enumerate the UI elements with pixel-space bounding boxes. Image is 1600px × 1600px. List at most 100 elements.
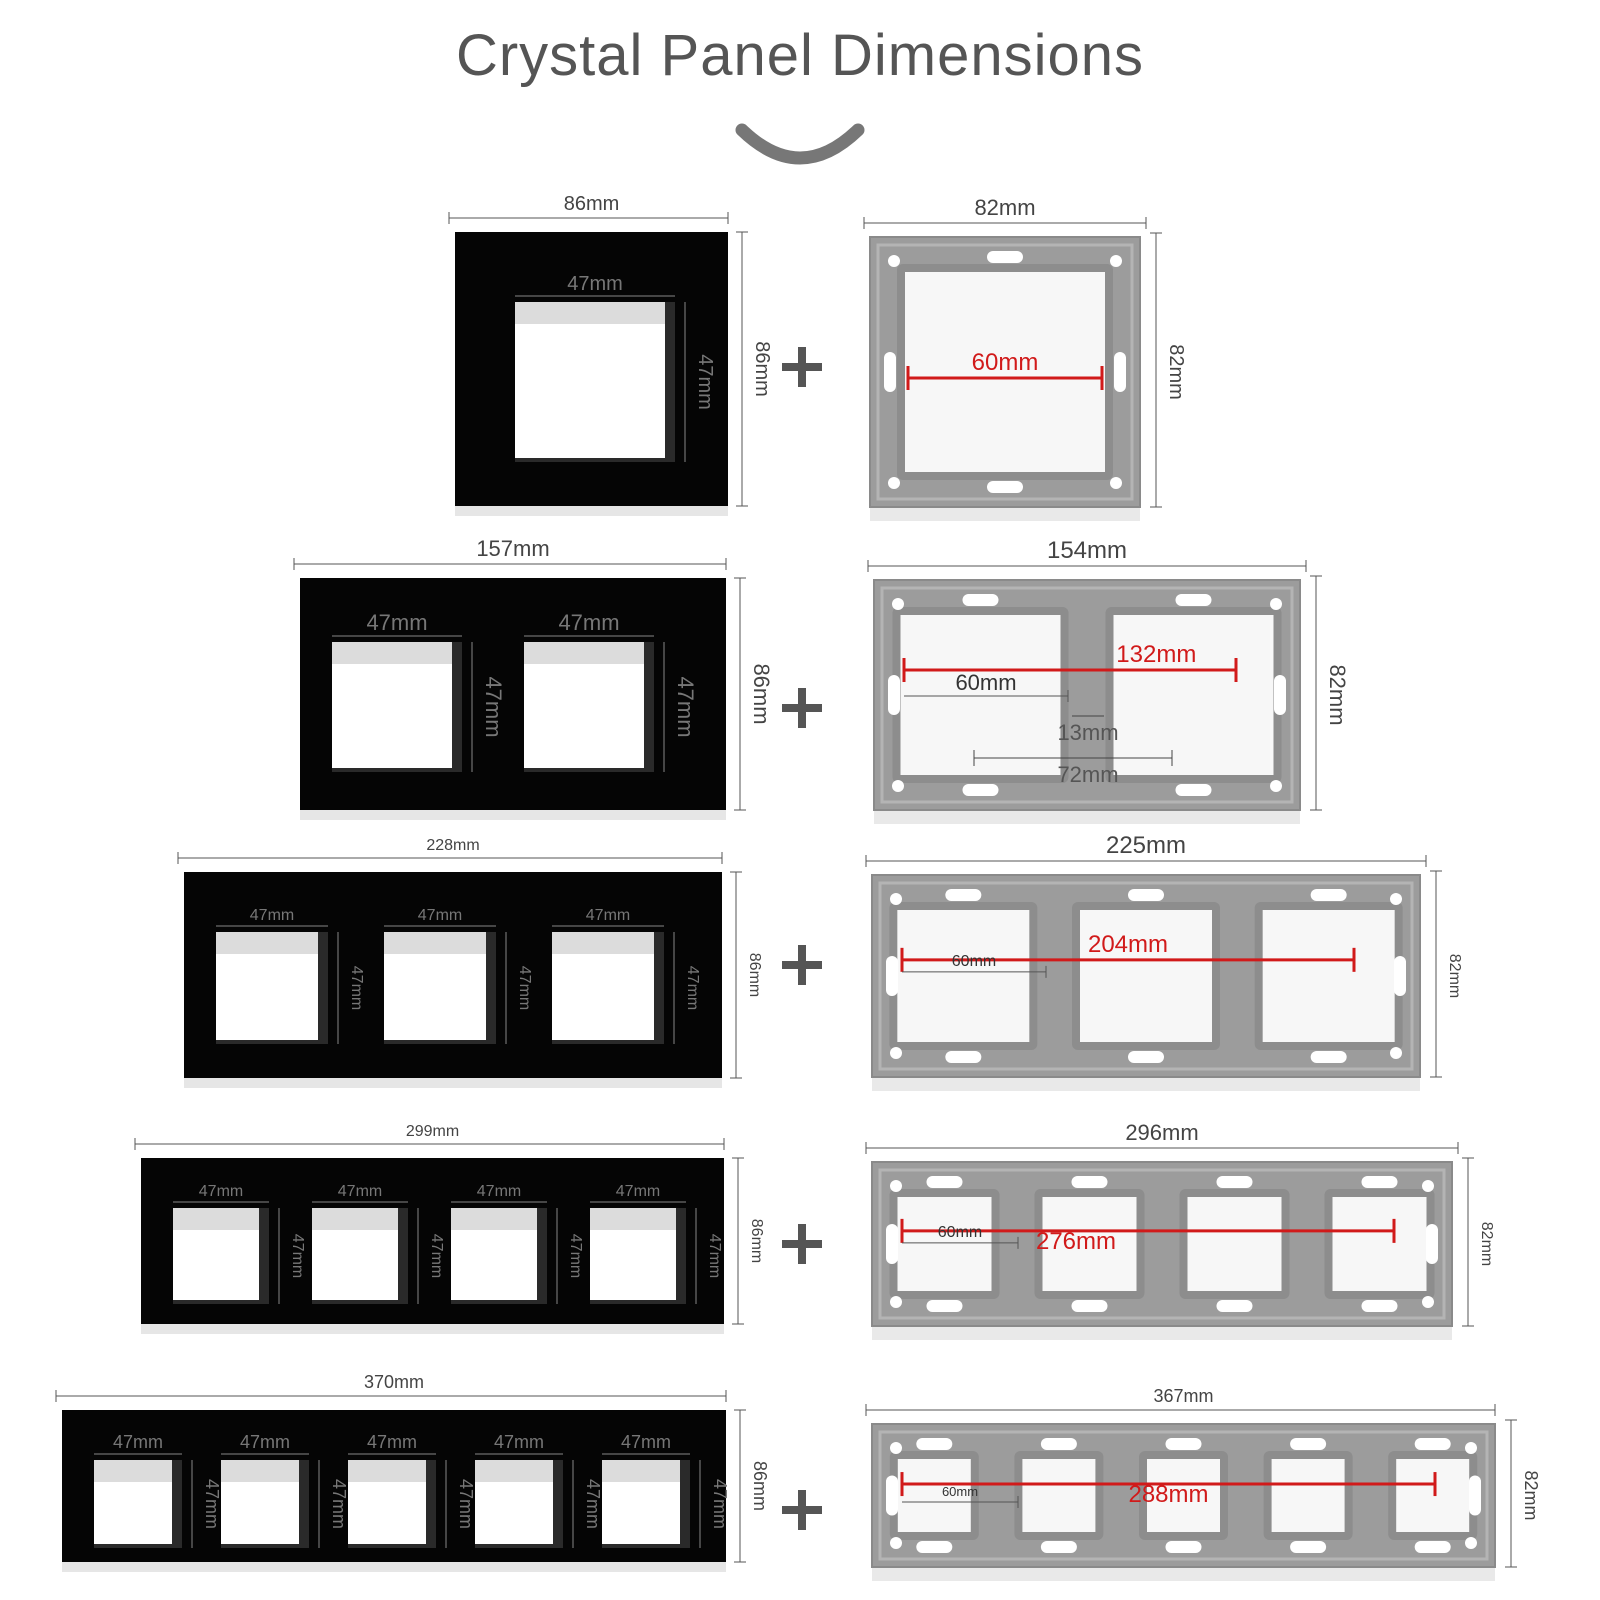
row-4-frame-slot — [897, 1197, 992, 1291]
row-5-opening-shadow — [348, 1460, 426, 1482]
row-1-frame-height-label: 82mm — [1165, 344, 1187, 400]
row-4-opening-width-label: 47mm — [199, 1183, 243, 1200]
row-3-frame-slot — [897, 910, 1030, 1042]
row-3-span-label: 204mm — [1088, 931, 1168, 958]
row-4-keyhole-top — [1216, 1176, 1253, 1188]
row-5-frame-rim — [878, 1430, 1489, 1561]
row-5-keyhole-bottom — [1290, 1541, 1327, 1553]
row-3-opening-shadow — [216, 932, 318, 954]
row-2-panel-width-label: 157mm — [476, 536, 549, 561]
row-2-keyhole-top — [962, 594, 999, 606]
row-5-screw-hole — [1465, 1442, 1477, 1454]
row-2-screw-hole — [1270, 598, 1282, 610]
row-2-keyhole-bottom — [962, 784, 999, 796]
curved-arc-icon — [735, 123, 865, 165]
row-3-panel-height-label: 86mm — [746, 953, 763, 997]
row-4-opening-shadow — [590, 1208, 676, 1230]
row-2-screw-hole — [1270, 780, 1282, 792]
row-4-opening-width-label: 47mm — [616, 1183, 660, 1200]
row-4-screw-hole — [890, 1296, 902, 1308]
row-5-opening-width-label: 47mm — [113, 1432, 163, 1452]
row-3-slot-label: 60mm — [952, 953, 996, 970]
row-5-opening-height-label: 47mm — [456, 1479, 476, 1529]
row-5-opening-width-label: 47mm — [494, 1432, 544, 1452]
row-3-screw-hole — [890, 1047, 902, 1059]
row-3-screw-hole — [1390, 1047, 1402, 1059]
row-5-keyhole-top — [1165, 1438, 1202, 1450]
row-4-opening-width-label: 47mm — [477, 1183, 521, 1200]
row-5-frame-height-label: 82mm — [1521, 1470, 1541, 1520]
row-4-frame-height-label: 82mm — [1478, 1222, 1495, 1266]
row-5-side-slot — [1469, 1475, 1481, 1516]
row-3-frame-reflection — [872, 1075, 1420, 1091]
row-1-keyhole-bottom — [987, 481, 1023, 493]
row-3-opening-height-label: 47mm — [516, 966, 533, 1010]
row-5-keyhole-bottom — [916, 1541, 953, 1553]
row-2-panel-height-label: 86mm — [749, 663, 774, 724]
row-2-screw-hole — [892, 598, 904, 610]
page-title: Crystal Panel Dimensions — [455, 23, 1145, 88]
row-5-screw-hole — [890, 1442, 902, 1454]
row-3-frame-height-label: 82mm — [1446, 954, 1463, 998]
row-5-frame-slot — [1396, 1459, 1470, 1532]
row-5-opening-shadow — [602, 1460, 680, 1482]
row-5-panel-width-label: 370mm — [364, 1372, 424, 1392]
row-1-keyhole-top — [987, 251, 1023, 263]
plus-icon — [798, 347, 806, 387]
row-4-side-slot — [886, 1224, 898, 1264]
row-4-slot-label: 60mm — [938, 1224, 982, 1241]
row-5-opening-shadow — [221, 1460, 299, 1482]
row-3-keyhole-top — [1310, 889, 1347, 901]
row-1-opening-height-label: 47mm — [694, 354, 716, 410]
row-5-screw-hole — [890, 1537, 902, 1549]
row-5-frame-slot — [897, 1459, 971, 1532]
row-4-opening-width-label: 47mm — [338, 1183, 382, 1200]
row-4-opening-shadow — [173, 1208, 259, 1230]
row-3-keyhole-top — [945, 889, 982, 901]
row-4-panel-width-label: 299mm — [406, 1123, 459, 1140]
row-3-opening-width-label: 47mm — [250, 907, 294, 924]
row-2-opening-shadow — [332, 642, 452, 664]
row-3-frame-rim — [878, 881, 1414, 1071]
row-4-frame-width-label: 296mm — [1125, 1120, 1198, 1145]
row-5-keyhole-bottom — [1165, 1541, 1202, 1553]
row-2-opening-shadow — [524, 642, 644, 664]
row-1-frame-rim — [876, 243, 1134, 501]
row-3-screw-hole — [890, 893, 902, 905]
row-2-side-slot — [888, 675, 900, 715]
row-2-opening-height-label: 47mm — [481, 676, 506, 737]
row-5-opening-shadow — [475, 1460, 553, 1482]
row-3-panel-width-label: 228mm — [426, 837, 479, 854]
row-5-opening-width-label: 47mm — [240, 1432, 290, 1452]
row-1-span-label: 60mm — [972, 349, 1039, 376]
row-5-opening-height-label: 47mm — [710, 1479, 730, 1529]
row-1-frame-slot — [905, 272, 1105, 472]
row-1-screw-hole — [1110, 255, 1122, 267]
row-2-slot-label: 60mm — [955, 670, 1016, 695]
row-1-side-slot — [1114, 352, 1126, 392]
row-5-panel-height-label: 86mm — [750, 1461, 770, 1511]
row-5-opening-width-label: 47mm — [367, 1432, 417, 1452]
row-1-opening — [515, 302, 665, 458]
row-2-opening-height-label: 47mm — [673, 676, 698, 737]
row-2-keyhole-bottom — [1175, 784, 1212, 796]
row-3-keyhole-bottom — [1128, 1051, 1164, 1063]
row-4-keyhole-top — [1361, 1176, 1398, 1188]
row-4-opening-height-label: 47mm — [289, 1234, 306, 1278]
row-5-keyhole-bottom — [1040, 1541, 1077, 1553]
row-5-screw-hole — [1465, 1537, 1477, 1549]
row-4-opening-height-label: 47mm — [567, 1234, 584, 1278]
row-4-span-label: 276mm — [1036, 1228, 1116, 1255]
row-4-keyhole-bottom — [1071, 1300, 1108, 1312]
row-5-frame-slot — [1271, 1459, 1345, 1532]
row-3-opening-shadow — [384, 932, 486, 954]
row-2-keyhole-top — [1175, 594, 1212, 606]
row-2-side-slot — [1274, 675, 1286, 715]
row-4-frame-slot — [1042, 1197, 1137, 1291]
row-2-opening-width-label: 47mm — [558, 610, 619, 635]
row-4-frame-rim — [878, 1168, 1446, 1320]
row-1-screw-hole — [888, 477, 900, 489]
row-2-frame-slot — [1113, 615, 1274, 775]
row-4-keyhole-bottom — [1361, 1300, 1398, 1312]
